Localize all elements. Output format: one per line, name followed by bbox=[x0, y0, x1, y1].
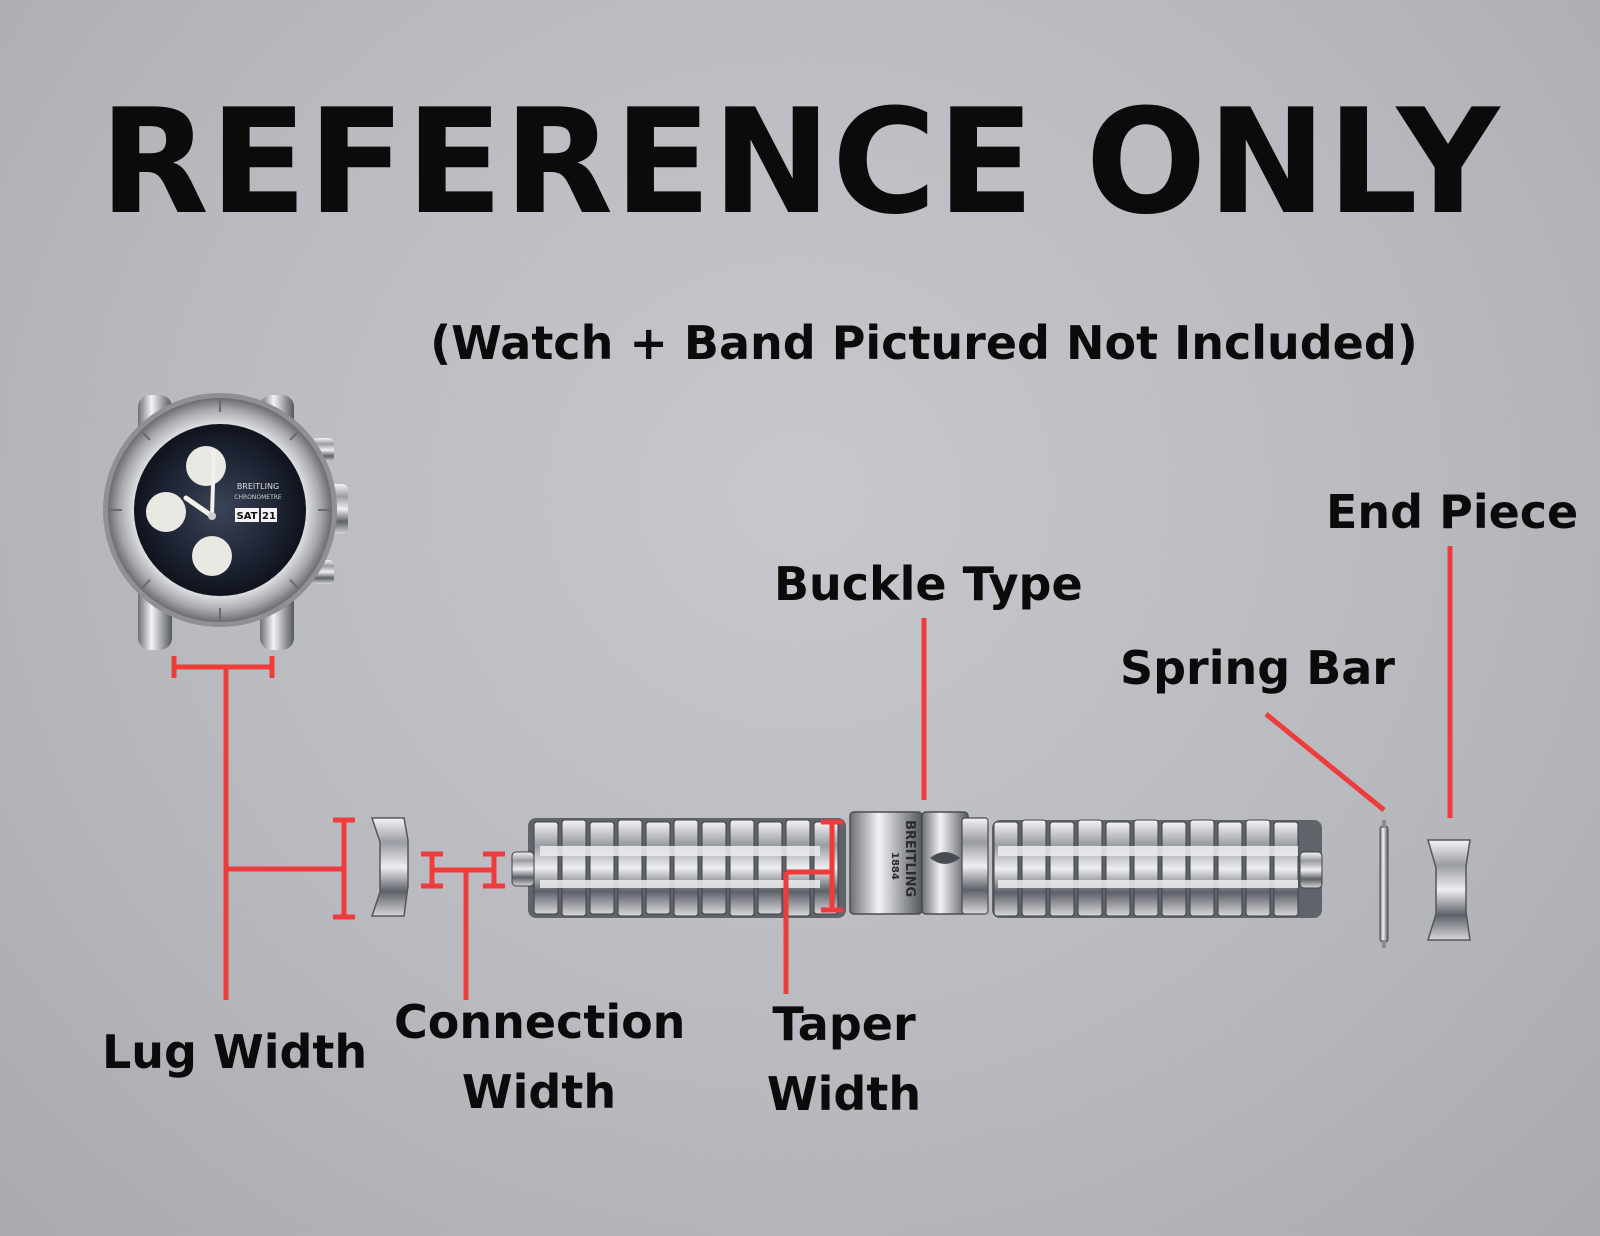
label-spring-bar: Spring Bar bbox=[1120, 641, 1395, 695]
day-window bbox=[235, 508, 259, 522]
label-connection-width-line1: Connection bbox=[394, 995, 686, 1049]
clasp-wings-logo bbox=[930, 852, 960, 864]
page-subtitle: (Watch + Band Pictured Not Included) bbox=[430, 316, 1418, 370]
bracelet-right bbox=[992, 819, 1323, 918]
date-text: 21 bbox=[262, 511, 276, 522]
label-end-piece: End Piece bbox=[1326, 485, 1579, 539]
label-lug-width: Lug Width bbox=[102, 1025, 368, 1079]
label-taper-width-line2: Width bbox=[766, 1066, 922, 1121]
minute-hand bbox=[210, 450, 216, 518]
date-window bbox=[261, 508, 277, 522]
watch-dial bbox=[134, 424, 306, 596]
watch-head: BREITLING CHRONOMETRE SAT 21 bbox=[103, 393, 348, 650]
deployant-clasp: BREITLING 1884 bbox=[849, 811, 989, 915]
label-connection-width-line2: Width bbox=[461, 1064, 617, 1119]
subdial-bottom bbox=[192, 536, 232, 576]
label-buckle-type: Buckle Type bbox=[774, 557, 1083, 611]
hour-hand bbox=[183, 495, 215, 519]
annotation-lines bbox=[171, 546, 1453, 1000]
subdial-left bbox=[146, 492, 186, 532]
spring-bar-leader bbox=[1264, 712, 1386, 812]
dial-chronometre: CHRONOMETRE bbox=[234, 494, 282, 501]
hands-pin bbox=[208, 512, 216, 520]
spring-bar bbox=[1379, 820, 1389, 948]
bezel-ticks bbox=[110, 400, 330, 620]
subdial-top bbox=[186, 446, 226, 486]
clasp-brand: BREITLING bbox=[902, 820, 917, 897]
end-piece-right bbox=[1426, 839, 1471, 941]
page-title: REFERENCE ONLY bbox=[99, 78, 1501, 247]
clasp-year: 1884 bbox=[889, 852, 900, 880]
bracelet-left bbox=[511, 818, 846, 918]
day-text: SAT bbox=[237, 511, 258, 522]
label-taper-width-line1: Taper bbox=[772, 997, 916, 1051]
label-taper-width: Taper Width bbox=[764, 996, 924, 1123]
end-link-left bbox=[370, 817, 409, 917]
label-connection-width: Connection Width bbox=[394, 994, 686, 1121]
dial-brand: BREITLING bbox=[237, 482, 279, 491]
